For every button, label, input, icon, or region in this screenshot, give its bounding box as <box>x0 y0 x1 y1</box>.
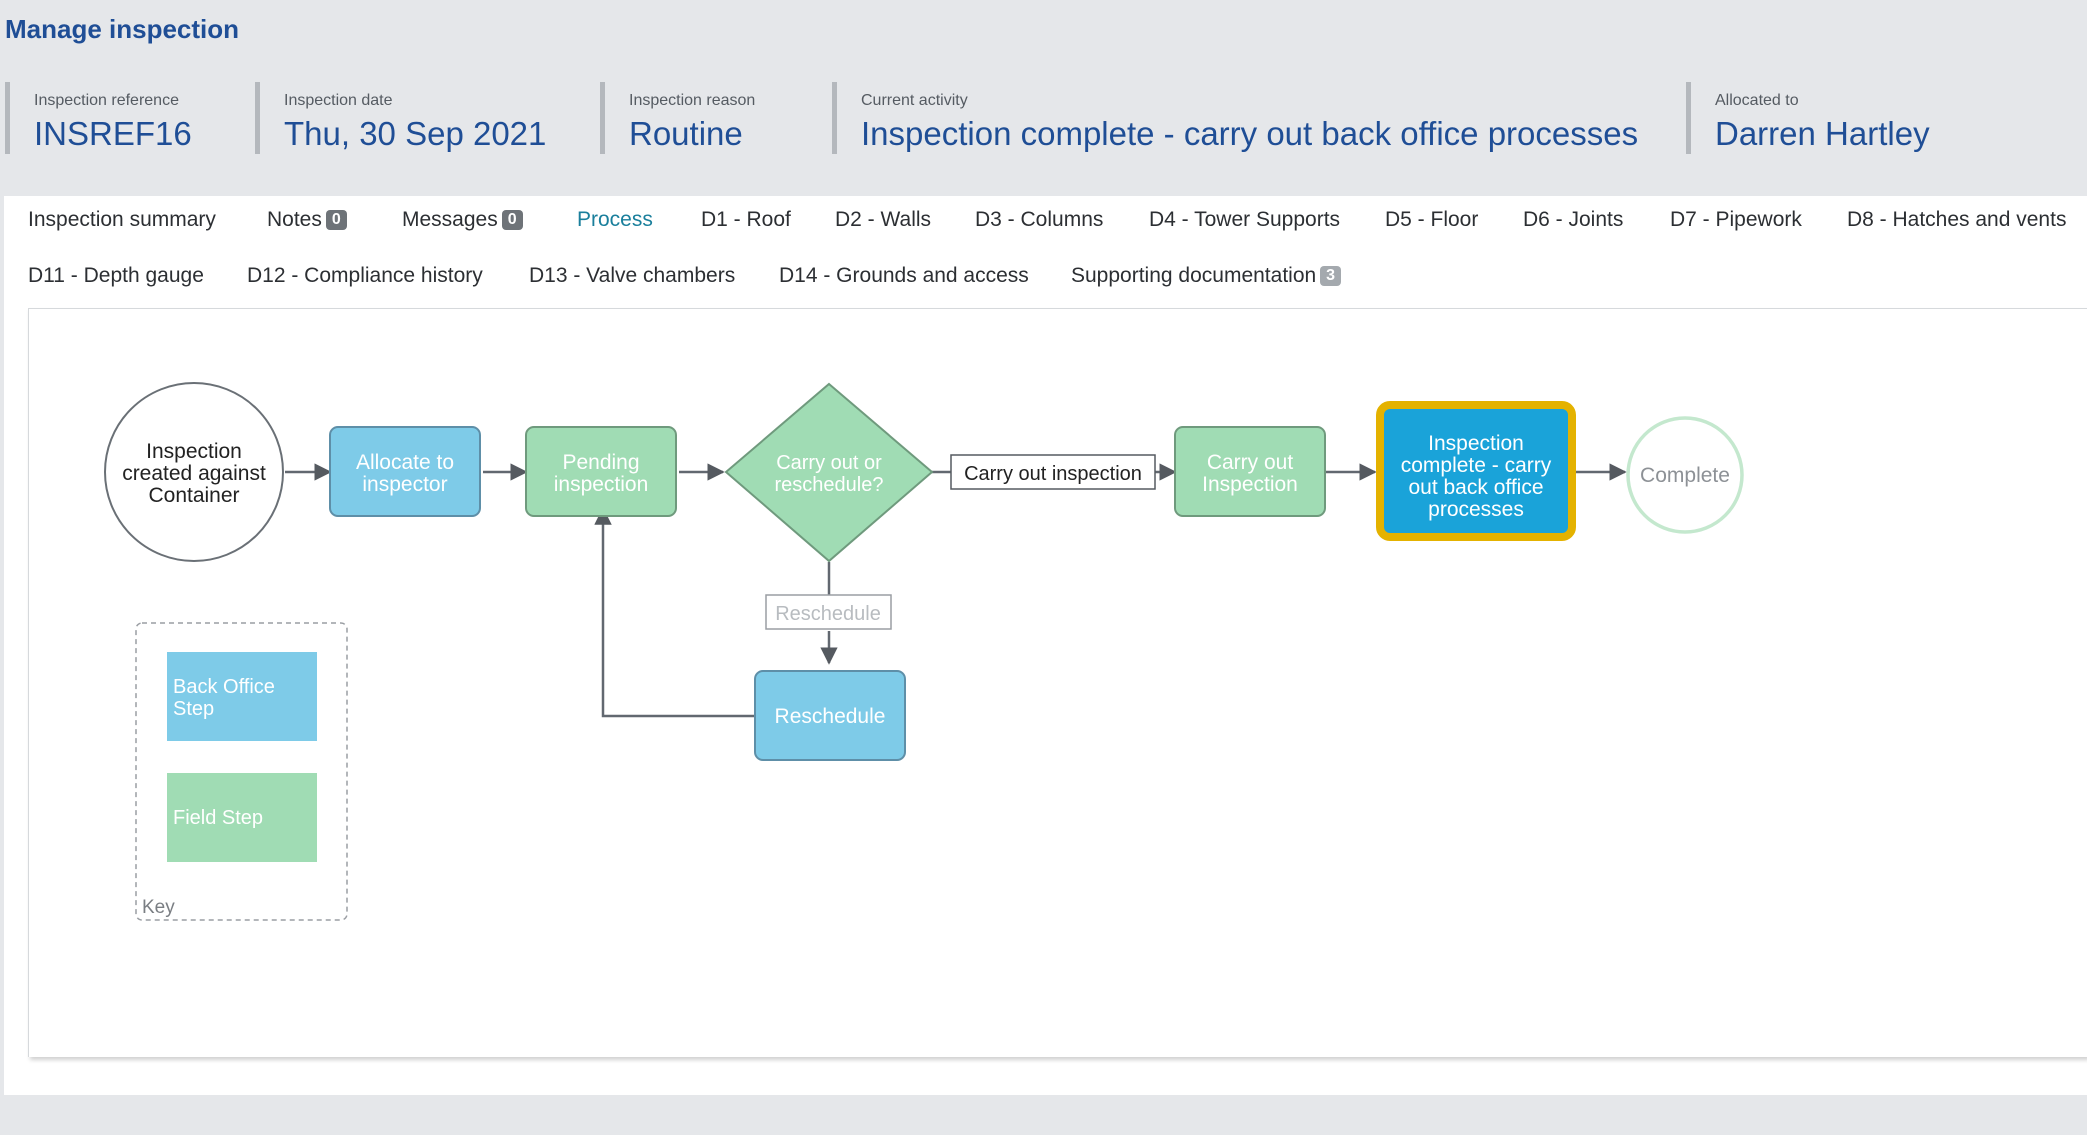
start-node: Inspection created against Container <box>104 382 284 562</box>
current-label-line-1: Inspection <box>1428 432 1524 455</box>
inspection-summary-bar: Inspection reference INSREF16 Inspection… <box>0 80 2087 155</box>
summary-label: Current activity <box>861 92 968 109</box>
page-title: Manage inspection <box>5 14 240 44</box>
tab-d14-grounds-and-access[interactable]: D14 - Grounds and access <box>779 264 1029 287</box>
summary-value: INSREF16 <box>34 115 192 152</box>
carry-out-label-line-1: Carry out <box>1207 451 1294 474</box>
tab-process[interactable]: Process <box>577 208 653 231</box>
reschedule-label: Reschedule <box>775 705 886 728</box>
tab-d11-depth-gauge[interactable]: D11 - Depth gauge <box>28 264 204 287</box>
carry-out-inspection-step[interactable]: Carry out Inspection <box>1174 426 1326 517</box>
start-node-label-line-3: Container <box>148 484 239 507</box>
current-label-line-3: out back office <box>1408 476 1543 499</box>
decision-label-line-1: Carry out or <box>776 452 882 474</box>
carry-out-label-line-2: Inspection <box>1202 473 1298 496</box>
summary-current-activity: Current activity Inspection complete - c… <box>832 82 1638 154</box>
summary-value: Inspection complete - carry out back off… <box>861 115 1639 152</box>
tab-d6-joints[interactable]: D6 - Joints <box>1523 208 1624 231</box>
allocate-label-line-2: inspector <box>362 473 447 496</box>
decision-label-line-2: reschedule? <box>775 474 884 496</box>
summary-value: Routine <box>629 115 743 152</box>
summary-label: Inspection date <box>284 92 393 109</box>
messages-count-badge: 0 <box>501 210 523 230</box>
tab-d1-roof[interactable]: D1 - Roof <box>701 208 791 231</box>
connector-reschedule-to-pending <box>594 507 755 718</box>
pending-inspection-step[interactable]: Pending inspection <box>525 426 677 517</box>
tab-inspection-summary[interactable]: Inspection summary <box>28 208 216 231</box>
current-label-line-4: processes <box>1428 498 1524 521</box>
process-flow-diagram: Inspection created against Container All… <box>104 382 1744 921</box>
flow-connectors <box>285 463 1627 718</box>
allocate-label-line-1: Allocate to <box>356 451 454 474</box>
key-field-label: Field Step <box>173 807 263 829</box>
current-activity-step[interactable]: Inspection complete - carry out back off… <box>1376 401 1576 541</box>
summary-label: Inspection reference <box>34 92 179 109</box>
allocate-to-inspector-step[interactable]: Allocate to inspector <box>329 426 481 517</box>
tab-d2-walls[interactable]: D2 - Walls <box>835 208 932 231</box>
summary-allocated-to: Allocated to Darren Hartley <box>1686 82 1930 154</box>
start-node-label-line-2: created against <box>122 462 266 485</box>
edge-label-carry-out-inspection: Carry out inspection <box>950 454 1156 490</box>
tab-d13-valve-chambers[interactable]: D13 - Valve chambers <box>529 264 736 287</box>
key-back-office-line-1: Back Office <box>173 676 275 698</box>
notes-count-badge: 0 <box>325 210 347 230</box>
reschedule-step[interactable]: Reschedule <box>754 670 906 761</box>
tab-d12-compliance-history[interactable]: D12 - Compliance history <box>247 264 483 287</box>
key-back-office-step: Back Office Step <box>167 652 317 741</box>
documentation-count-badge: 3 <box>1320 266 1342 286</box>
tabs-row-2: D11 - Depth gauge D12 - Compliance histo… <box>4 252 2087 302</box>
summary-label: Inspection reason <box>629 92 756 109</box>
key-title: Key <box>142 897 175 918</box>
tab-d8-hatches-and-vents[interactable]: D8 - Hatches and vents <box>1847 208 2067 231</box>
tab-d4-tower-supports[interactable]: D4 - Tower Supports <box>1149 208 1341 231</box>
complete-label: Complete <box>1640 464 1730 487</box>
edge-label-reschedule: Reschedule <box>765 594 892 630</box>
edge-label-reschedule-text: Reschedule <box>775 603 881 625</box>
edge-label-carry-out-text: Carry out inspection <box>964 463 1142 485</box>
carry-out-or-reschedule-decision[interactable]: Carry out or reschedule? <box>724 382 934 563</box>
pending-label-line-1: Pending <box>562 451 639 474</box>
current-label-line-2: complete - carry <box>1401 454 1552 477</box>
tab-d5-floor[interactable]: D5 - Floor <box>1385 208 1479 231</box>
tab-d7-pipework[interactable]: D7 - Pipework <box>1670 208 1802 231</box>
summary-inspection-reference: Inspection reference INSREF16 <box>5 82 192 154</box>
summary-inspection-date: Inspection date Thu, 30 Sep 2021 <box>255 82 546 154</box>
key-field-step: Field Step <box>167 773 317 862</box>
diagram-key: Back Office Step Field Step Key <box>135 622 348 921</box>
key-back-office-line-2: Step <box>173 698 214 720</box>
tab-d3-columns[interactable]: D3 - Columns <box>975 208 1104 231</box>
pending-label-line-2: inspection <box>554 473 649 496</box>
summary-value: Darren Hartley <box>1715 115 1930 152</box>
start-node-label-line-1: Inspection <box>146 440 242 463</box>
complete-end-node: Complete <box>1626 416 1744 534</box>
summary-label: Allocated to <box>1715 92 1799 109</box>
summary-inspection-reason: Inspection reason Routine <box>600 82 755 154</box>
process-diagram-panel: Inspection created against Container All… <box>28 308 2087 1057</box>
summary-value: Thu, 30 Sep 2021 <box>284 115 547 152</box>
